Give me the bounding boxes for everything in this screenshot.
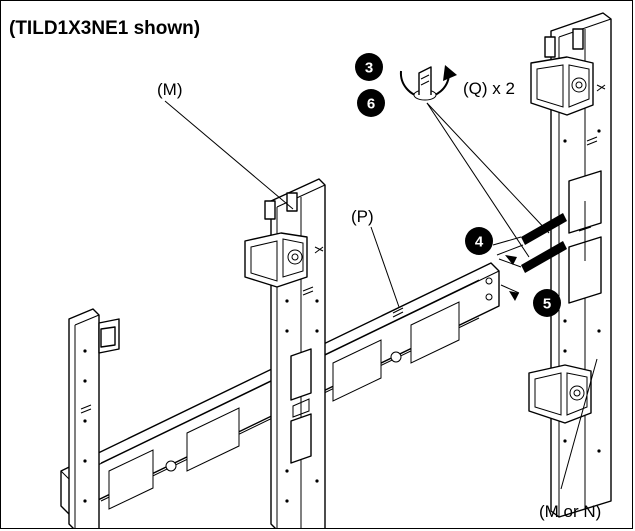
label-p: (P) (351, 207, 374, 226)
step-3-marker: 3 (355, 53, 383, 81)
screw-q-icon (399, 65, 457, 101)
diagram-title: (TILD1X3NE1 shown) (9, 18, 200, 39)
label-q: (Q) x 2 (463, 79, 515, 98)
leader-lines (164, 100, 598, 490)
label-m-or-n: (M or N) (539, 502, 601, 521)
step-5-marker: 5 (533, 289, 561, 317)
svg-text:4: 4 (475, 234, 484, 251)
step-4-marker: 4 (465, 227, 493, 255)
right-upright-m-or-n (528, 12, 612, 518)
svg-text:6: 6 (367, 96, 375, 113)
middle-upright-m (244, 178, 326, 528)
insertion-arrows (492, 213, 567, 301)
label-m: (M) (157, 80, 182, 99)
left-upright (68, 308, 120, 528)
svg-text:3: 3 (365, 60, 373, 77)
svg-text:5: 5 (543, 296, 551, 313)
step-6-marker: 6 (357, 89, 385, 117)
